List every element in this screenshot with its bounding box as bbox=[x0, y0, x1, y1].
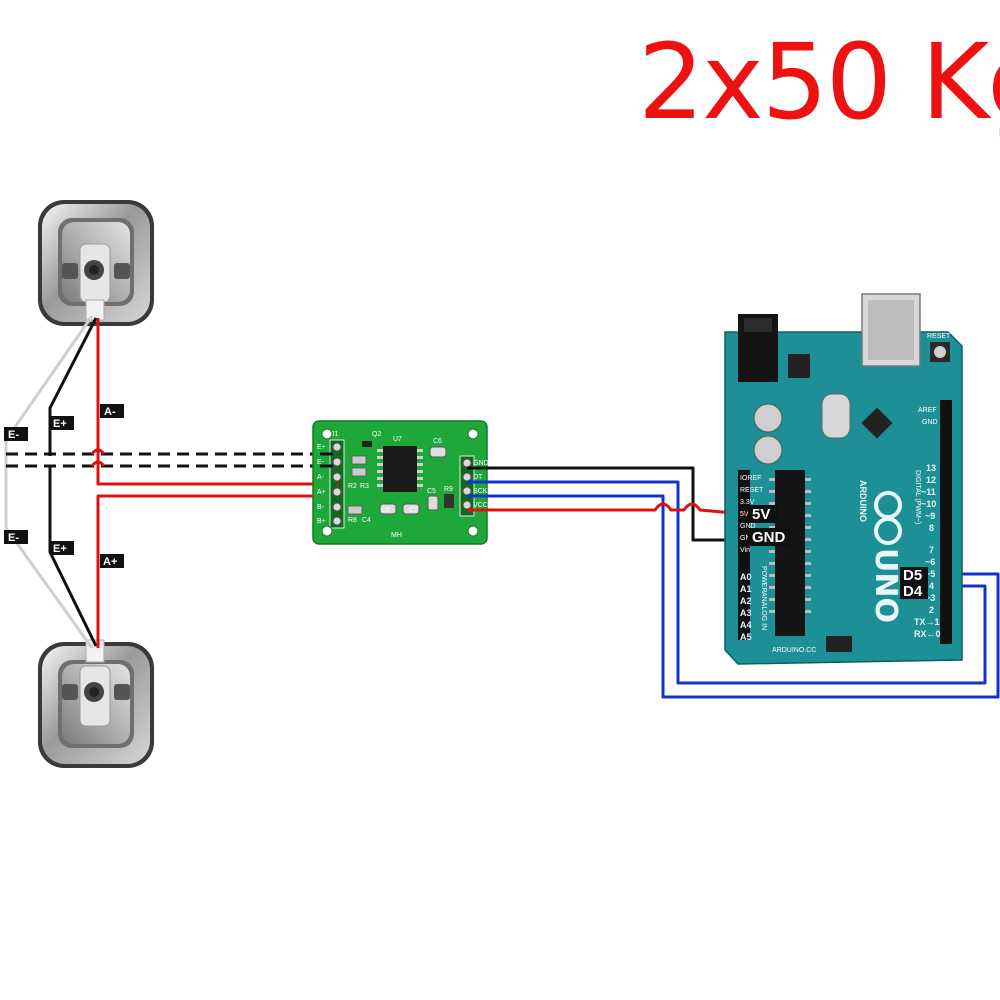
hx711-input-stubs bbox=[320, 452, 338, 486]
arduino-pin-a4: A4 bbox=[740, 620, 752, 630]
hx711-res-r2: R2 bbox=[348, 483, 357, 490]
arduino-pin-a2: A2 bbox=[740, 596, 752, 606]
svg-text:~10: ~10 bbox=[921, 499, 936, 509]
tag-gnd: GND bbox=[748, 528, 790, 546]
svg-text:E-: E- bbox=[8, 429, 19, 441]
arduino-digital-header-text: DIGITAL (PWM~) bbox=[914, 470, 921, 524]
wire-red-vcc bbox=[467, 502, 745, 516]
arduino-pin-aref: AREF bbox=[918, 407, 937, 414]
wire-black-gnd bbox=[467, 466, 744, 542]
svg-text:E+: E+ bbox=[53, 543, 67, 555]
svg-text:~3: ~3 bbox=[925, 593, 935, 603]
arduino-pin-vin: Vin bbox=[740, 547, 750, 554]
arduino-pin-reset: RESET bbox=[740, 487, 764, 494]
arduino-pin-gnd-top: GND bbox=[922, 419, 938, 426]
hx711-cap-c6: C6 bbox=[433, 438, 442, 445]
svg-text:E+: E+ bbox=[53, 418, 67, 430]
arduino-brand: ARDUINO bbox=[858, 480, 868, 522]
svg-text:~5: ~5 bbox=[925, 569, 935, 579]
tag-d5: D5 bbox=[900, 567, 928, 584]
hx711-res-r8: R8 bbox=[348, 517, 357, 524]
arduino-power-header-text: POWER bbox=[760, 566, 767, 592]
arduino-uno-board: RESET ARDUINO.CC IOREF RESET bbox=[724, 293, 963, 665]
tag-bottom-a-plus: A+ bbox=[100, 554, 124, 568]
svg-text:5V: 5V bbox=[752, 506, 770, 523]
hx711-pin-sck: SCK bbox=[473, 488, 488, 495]
load-cell-wires bbox=[4, 315, 336, 649]
signal-wires bbox=[467, 466, 1000, 699]
hx711-header-label: J1 bbox=[331, 431, 339, 438]
load-cell-top bbox=[38, 200, 154, 326]
wire-black-top bbox=[48, 317, 98, 456]
svg-text:GND: GND bbox=[752, 529, 786, 546]
arduino-website: ARDUINO.CC bbox=[772, 647, 816, 654]
arduino-pin-a3: A3 bbox=[740, 608, 752, 618]
hx711-pin-gnd: GND bbox=[473, 460, 489, 467]
wire-red-a-minus bbox=[96, 318, 336, 486]
hx711-cap-c7: C7 bbox=[409, 507, 418, 514]
svg-text:D4: D4 bbox=[903, 583, 923, 600]
hx711-pin-b-plus: B+ bbox=[317, 518, 326, 525]
svg-text:TX→1: TX→1 bbox=[914, 617, 940, 627]
svg-text:E-: E- bbox=[8, 532, 19, 544]
hx711-pin-e-plus: E+ bbox=[317, 444, 326, 451]
arduino-pin-a5: A5 bbox=[740, 632, 752, 642]
tag-d4: D4 bbox=[900, 583, 928, 600]
arduino-analog-header-text: ANALOG IN bbox=[760, 592, 767, 630]
svg-text:12: 12 bbox=[926, 475, 936, 485]
svg-text:~11: ~11 bbox=[921, 487, 936, 497]
hx711-chip-label: U7 bbox=[393, 436, 402, 443]
svg-text:2: 2 bbox=[929, 605, 934, 615]
diagram-title: 2x50 Kg bbox=[638, 21, 1000, 143]
hx711-pin-vcc: VCC bbox=[473, 502, 488, 509]
svg-text:A+: A+ bbox=[103, 556, 117, 568]
hx711-res-r3: R3 bbox=[360, 483, 369, 490]
tag-top-a-minus: A- bbox=[100, 404, 124, 418]
hx711-pin-a-minus: A- bbox=[317, 474, 325, 481]
hx711-res-r9: R9 bbox=[444, 486, 453, 493]
hx711-transistor-label: Q2 bbox=[372, 431, 381, 438]
svg-text:~9: ~9 bbox=[925, 511, 935, 521]
svg-text:13: 13 bbox=[926, 463, 936, 473]
hx711-pin-a-plus: A+ bbox=[317, 489, 326, 496]
svg-text:4: 4 bbox=[929, 581, 934, 591]
hx711-cap-c5: C5 bbox=[427, 488, 436, 495]
wire-blue-dt bbox=[467, 480, 987, 685]
arduino-reset-label: RESET bbox=[927, 333, 951, 340]
tag-bottom-e-minus: E- bbox=[4, 530, 28, 544]
arduino-pin-ioref: IOREF bbox=[740, 475, 761, 482]
hx711-pin-dt: DT bbox=[473, 474, 483, 481]
arduino-board-name: UNO bbox=[868, 548, 903, 623]
arduino-pin-3v3: 3.3V bbox=[740, 499, 755, 506]
tag-top-e-plus: E+ bbox=[50, 416, 74, 430]
load-cell-bottom bbox=[38, 639, 154, 768]
hx711-pin-e-minus: E- bbox=[317, 459, 325, 466]
arduino-pin-a0: A0 bbox=[740, 572, 752, 582]
arduino-pin-a1: A1 bbox=[740, 584, 752, 594]
arduino-digital-pin-labels: 13 12 ~11 ~10 ~9 8 7 ~6 ~5 4 ~3 2 TX→1 R… bbox=[914, 463, 941, 639]
tag-5v: 5V bbox=[748, 505, 778, 523]
arduino-pin-gnd1: GND bbox=[740, 523, 756, 530]
svg-text:A-: A- bbox=[104, 406, 116, 418]
hx711-cap-c8: C8 bbox=[381, 507, 390, 514]
hx711-module: E+ E- A- A+ B- B+ J1 U7 Q2 C6 C5 C8 C7 R… bbox=[312, 420, 489, 545]
svg-text:8: 8 bbox=[929, 523, 934, 533]
svg-text:RX←0: RX←0 bbox=[914, 629, 941, 639]
hx711-pin-b-minus: B- bbox=[317, 504, 325, 511]
hx711-brand: MH bbox=[391, 532, 402, 539]
arduino-logo-icon bbox=[874, 491, 902, 545]
tag-bottom-e-plus: E+ bbox=[50, 541, 74, 555]
wire-blue-sck bbox=[467, 494, 1000, 699]
svg-text:7: 7 bbox=[929, 545, 934, 555]
hx711-res-c4: C4 bbox=[362, 517, 371, 524]
svg-text:D5: D5 bbox=[903, 567, 922, 584]
svg-text:~6: ~6 bbox=[925, 557, 935, 567]
tag-top-e-minus: E- bbox=[4, 427, 28, 441]
wire-red-a-plus bbox=[96, 494, 336, 648]
wire-white-bottom bbox=[4, 468, 94, 649]
arduino-pin-gnd2: GND bbox=[740, 535, 756, 542]
